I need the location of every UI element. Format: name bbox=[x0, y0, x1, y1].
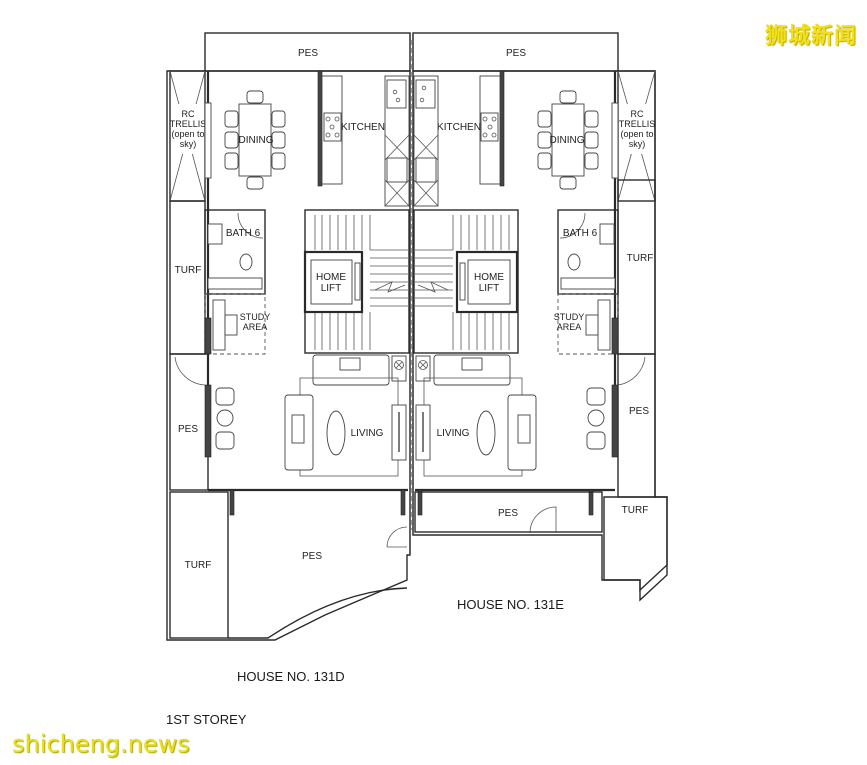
pes-side-left: PES bbox=[169, 353, 235, 491]
dining-right: DINING bbox=[537, 71, 619, 455]
svg-text:sky): sky) bbox=[180, 139, 197, 149]
svg-text:HOME: HOME bbox=[474, 272, 504, 283]
svg-text:LIVING: LIVING bbox=[351, 428, 384, 439]
living-right: LIVING bbox=[415, 354, 537, 477]
svg-text:PES: PES bbox=[302, 551, 322, 562]
kitchen-right: KITCHEN bbox=[413, 70, 505, 207]
svg-text:PES: PES bbox=[498, 508, 518, 519]
svg-text:TURF: TURF bbox=[185, 560, 212, 571]
turf-front-left: TURF bbox=[169, 491, 229, 639]
living-left: LIVING bbox=[284, 354, 407, 477]
turf-front-right: TURF bbox=[603, 496, 668, 592]
rc-trellis-right: RC TRELLIS (open to sky) bbox=[617, 70, 656, 202]
svg-text:RC: RC bbox=[631, 109, 644, 119]
svg-text:BATH 6: BATH 6 bbox=[226, 228, 261, 239]
svg-text:PES: PES bbox=[506, 48, 526, 59]
study-right: STUDY AREA bbox=[554, 293, 619, 355]
svg-text:TURF: TURF bbox=[622, 505, 649, 516]
svg-text:TRELLIS: TRELLIS bbox=[619, 119, 656, 129]
bath-left: BATH 6 bbox=[204, 209, 266, 295]
svg-text:TURF: TURF bbox=[627, 253, 654, 264]
house-label-131d: HOUSE NO. 131D bbox=[237, 669, 345, 684]
house-label-131e: HOUSE NO. 131E bbox=[457, 597, 564, 612]
home-lift-left: HOME LIFT bbox=[303, 250, 364, 314]
watermark-chinese: 狮城新闻 bbox=[764, 24, 857, 49]
pes-top-right: PES bbox=[412, 32, 619, 72]
svg-text:LIVING: LIVING bbox=[437, 428, 470, 439]
svg-text:TURF: TURF bbox=[175, 265, 202, 276]
svg-text:HOME: HOME bbox=[316, 272, 346, 283]
home-lift-right: HOME LIFT bbox=[455, 250, 519, 314]
pes-front-left: PES bbox=[228, 526, 408, 639]
svg-text:STUDY: STUDY bbox=[554, 312, 585, 322]
svg-text:DINING: DINING bbox=[239, 135, 274, 146]
svg-text:(open to: (open to bbox=[171, 129, 204, 139]
study-left: STUDY AREA bbox=[204, 293, 271, 355]
svg-text:PES: PES bbox=[629, 406, 649, 417]
svg-text:TRELLIS: TRELLIS bbox=[170, 119, 207, 129]
svg-text:AREA: AREA bbox=[557, 322, 582, 332]
svg-text:PES: PES bbox=[178, 424, 198, 435]
svg-text:LIFT: LIFT bbox=[321, 283, 342, 294]
svg-text:KITCHEN: KITCHEN bbox=[437, 122, 481, 133]
watermark-site: shicheng.news bbox=[12, 730, 190, 758]
svg-text:AREA: AREA bbox=[243, 322, 268, 332]
turf-side-left: TURF bbox=[169, 200, 206, 355]
storey-title: 1ST STOREY bbox=[166, 712, 247, 727]
svg-text:sky): sky) bbox=[629, 139, 646, 149]
svg-text:KITCHEN: KITCHEN bbox=[341, 122, 385, 133]
svg-text:PES: PES bbox=[298, 48, 318, 59]
turf-side-right: TURF bbox=[617, 179, 656, 355]
pes-front-right: PES bbox=[414, 491, 603, 534]
svg-text:LIFT: LIFT bbox=[479, 283, 500, 294]
bath-right: BATH 6 bbox=[557, 209, 619, 295]
svg-text:DINING: DINING bbox=[550, 135, 585, 146]
svg-text:RC: RC bbox=[182, 109, 195, 119]
rc-trellis-left: RC TRELLIS (open to sky) bbox=[169, 70, 207, 202]
pes-top-left: PES bbox=[204, 32, 411, 72]
svg-text:STUDY: STUDY bbox=[240, 312, 271, 322]
kitchen-left: KITCHEN bbox=[317, 70, 410, 207]
svg-text:BATH 6: BATH 6 bbox=[563, 228, 598, 239]
svg-text:(open to: (open to bbox=[620, 129, 653, 139]
pes-side-right: PES bbox=[586, 353, 656, 498]
